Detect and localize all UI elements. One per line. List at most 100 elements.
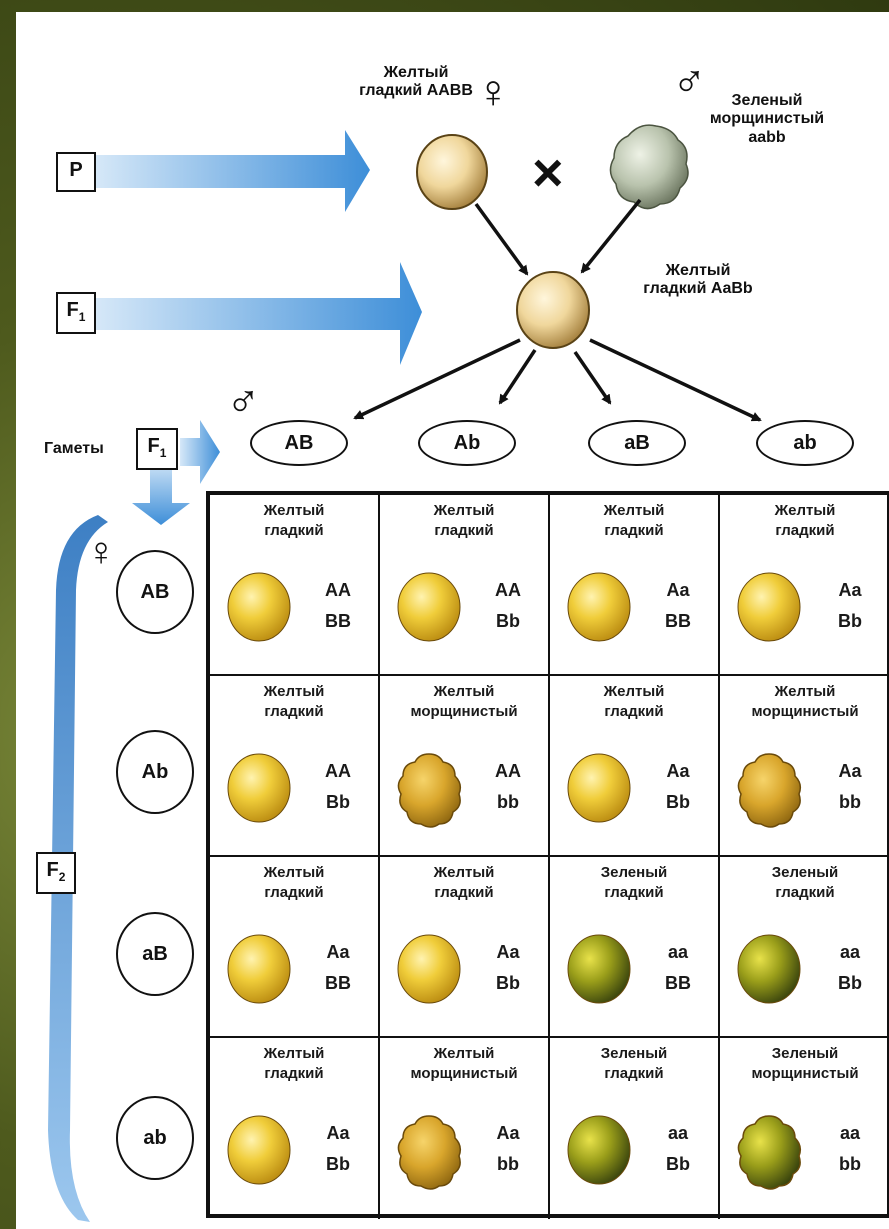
down-arrow (132, 470, 190, 525)
genotype-a: Aa (496, 942, 520, 962)
genotype-a: Aa (838, 761, 862, 781)
phenotype-color: Желтый (433, 502, 495, 519)
genotype-label: Aa bb (486, 1118, 530, 1179)
genotype-b: Bb (496, 972, 520, 993)
genotype-b: BB (325, 610, 351, 631)
genotype-b: Bb (326, 1153, 350, 1174)
f2-subscript: 2 (58, 870, 66, 884)
male-symbol-gametes: ♂ (226, 373, 261, 425)
pea-yellow-wrinkled-icon (397, 1115, 462, 1190)
pea-yellow-wrinkled-icon (737, 753, 802, 828)
pea-green-smooth-icon (567, 934, 631, 1004)
phenotype-shape: гладкий (264, 522, 324, 540)
phenotype-color: Желтый (603, 683, 665, 700)
p-generation-label: P (56, 152, 96, 192)
phenotype-color: Желтый (263, 683, 325, 700)
phenotype-color: Зеленый (771, 1045, 839, 1062)
f1-generation-label: F1 (56, 292, 96, 334)
phenotype-shape: гладкий (775, 522, 835, 540)
gametes-f1-text: F (147, 435, 160, 457)
phenotype-label: Желтый морщинистый (380, 1044, 548, 1085)
male-gamete-ab: ab (756, 420, 854, 466)
gametes-arrow (180, 420, 220, 484)
phenotype-color: Зеленый (771, 864, 839, 881)
f1-subscript: 1 (78, 310, 86, 324)
f1-text: F (66, 299, 79, 321)
female-gamete-aB: aB (116, 912, 194, 996)
f1-pea (516, 271, 590, 349)
female-gamete-AB: AB (116, 550, 194, 634)
f1-plant-label: Желтый гладкий AaBb (618, 262, 778, 299)
pea-green-wrinkled-icon (737, 1115, 802, 1190)
male-symbol-top: ♂ (672, 53, 707, 105)
phenotype-label: Желтый гладкий (210, 501, 378, 542)
female-parent-line2: гладкий AABB (359, 82, 473, 100)
male-parent-label: Зеленый морщинистый aabb (702, 92, 832, 147)
pea-yellow-smooth-icon (737, 572, 801, 642)
genotype-b: bb (839, 791, 861, 812)
male-parent-line1: Зеленый (731, 92, 803, 109)
f2-generation-label: F2 (36, 852, 76, 894)
phenotype-shape: гладкий (775, 884, 835, 902)
genotype-b: bb (497, 1153, 519, 1174)
male-parent-line3: aabb (748, 128, 786, 146)
phenotype-color: Желтый (774, 683, 836, 700)
phenotype-color: Желтый (433, 1045, 495, 1062)
genotype-a: Aa (496, 1123, 520, 1143)
phenotype-shape: морщинистый (410, 703, 518, 721)
phenotype-label: Желтый гладкий (210, 682, 378, 723)
male-parent-line2: морщинистый (709, 110, 825, 128)
genotype-b: Bb (496, 610, 520, 631)
phenotype-shape: гладкий (264, 1065, 324, 1083)
phenotype-color: Зеленый (600, 864, 668, 881)
gametes-label: Гаметы (44, 440, 104, 457)
genotype-b: BB (325, 972, 351, 993)
genotype-a: AA (325, 761, 351, 781)
f1-plant-line1: Желтый (665, 262, 731, 279)
pea-green-smooth-icon (737, 934, 801, 1004)
phenotype-color: Желтый (433, 864, 495, 881)
phenotype-color: Желтый (603, 502, 665, 519)
pea-yellow-smooth-icon (397, 572, 461, 642)
parent-green-wrinkled-pea (609, 124, 689, 210)
genotype-a: aa (667, 1123, 689, 1143)
genotype-b: Bb (838, 972, 862, 993)
phenotype-color: Желтый (263, 864, 325, 881)
genotype-a: AA (495, 580, 521, 600)
phenotype-shape: гладкий (264, 703, 324, 721)
phenotype-label: Желтый гладкий (380, 501, 548, 542)
phenotype-shape: гладкий (434, 522, 494, 540)
genotype-label: AA BB (316, 575, 360, 636)
phenotype-shape: гладкий (604, 884, 664, 902)
genotype-a: Aa (326, 1123, 350, 1143)
phenotype-shape: морщинистый (410, 1065, 518, 1083)
genotype-a: Aa (326, 942, 350, 962)
phenotype-color: Желтый (433, 683, 495, 700)
male-gamete-Ab: Ab (418, 420, 516, 466)
phenotype-color: Желтый (263, 502, 325, 519)
pea-yellow-smooth-icon (567, 572, 631, 642)
genotype-a: AA (325, 580, 351, 600)
